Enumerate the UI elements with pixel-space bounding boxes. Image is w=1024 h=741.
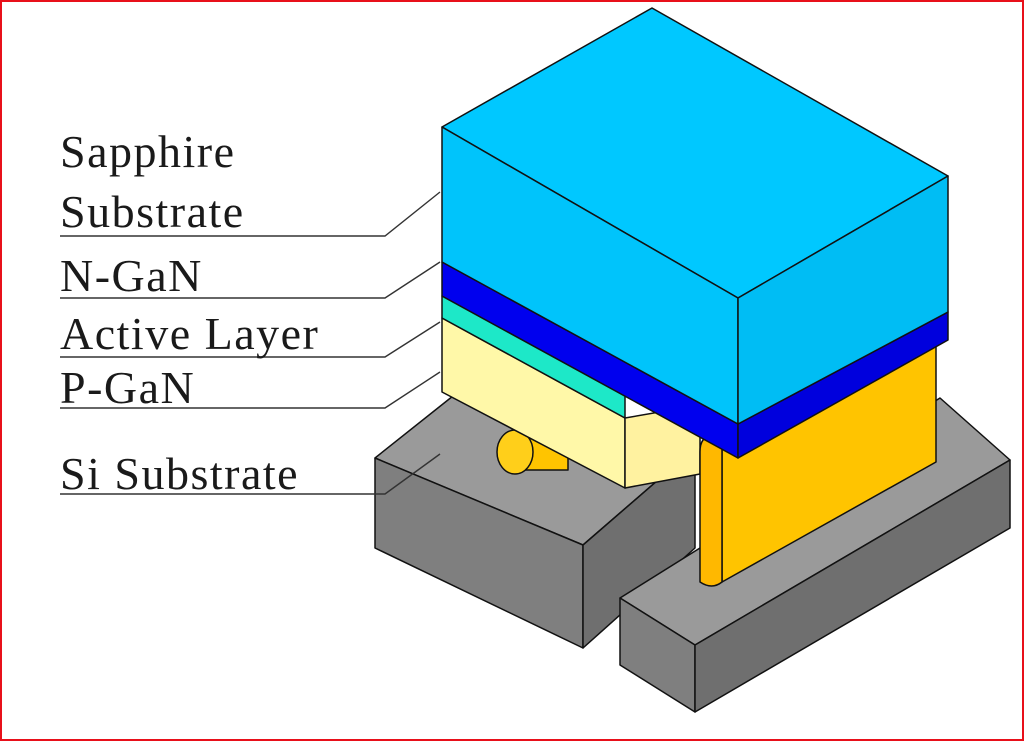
leader-active	[60, 321, 441, 358]
si-right-side	[694, 459, 1011, 713]
leader-si	[60, 453, 441, 495]
label-sapphire-line1: Sapphire	[60, 126, 236, 177]
leader-sapphire	[60, 191, 441, 237]
label-ngan: N-GaN	[60, 250, 203, 301]
sapphire-substrate	[441, 7, 949, 425]
gold-front	[699, 435, 723, 587]
leader-ngan	[60, 261, 441, 299]
label-si-substrate: Si Substrate	[60, 448, 300, 499]
label-active-layer: Active Layer	[60, 308, 320, 359]
sapphire-side	[737, 175, 949, 425]
leader-pgan	[60, 371, 441, 409]
label-pgan: P-GaN	[60, 362, 196, 413]
label-sapphire-line2: Substrate	[60, 186, 245, 237]
